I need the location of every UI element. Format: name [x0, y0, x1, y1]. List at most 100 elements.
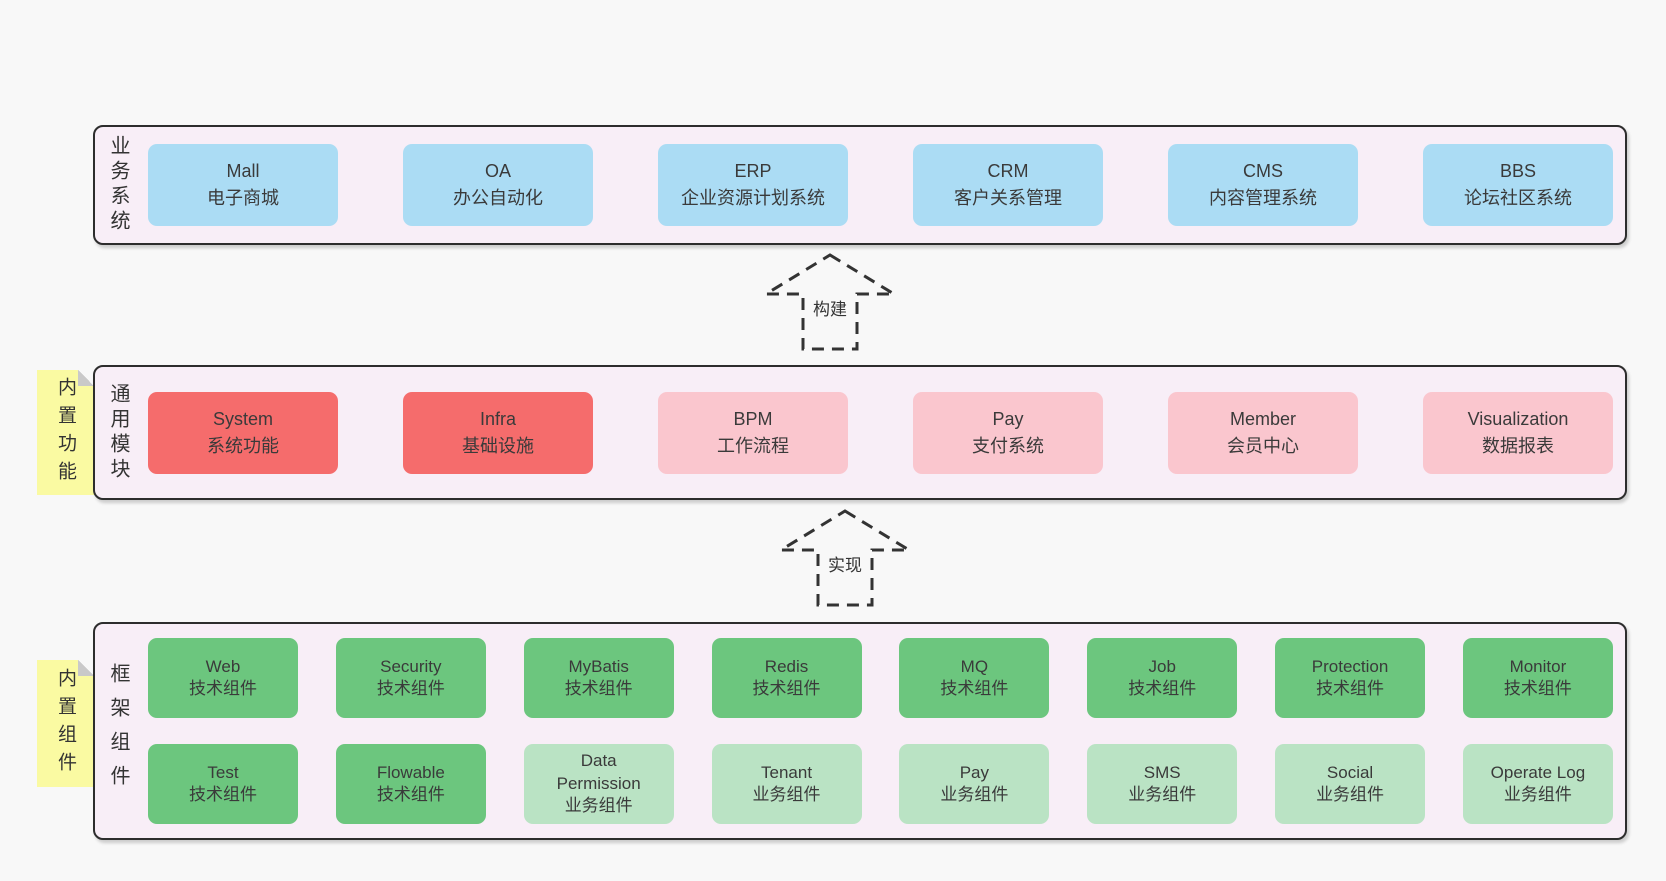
box-title: Test	[207, 762, 239, 782]
up-block-arrow-icon	[762, 253, 898, 351]
box-title: Job	[1148, 656, 1176, 676]
box-subtitle: 技术组件	[376, 785, 445, 804]
components-row-2: Test 技术组件 Flowable 技术组件 Data Permission …	[148, 744, 1613, 824]
box-title: Tenant	[761, 762, 813, 782]
sticky-note-built-in-components: 内置组件	[37, 660, 94, 787]
box-job: Job 技术组件	[1087, 638, 1238, 718]
box-title: Visualization	[1467, 408, 1569, 429]
box-subtitle: 会员中心	[1227, 435, 1299, 456]
box-subtitle: 业务组件	[1316, 785, 1385, 804]
note-label: 内置组件	[55, 667, 76, 780]
box-infra: Infra 基础设施	[403, 391, 593, 474]
box-subtitle: 业务组件	[752, 785, 821, 804]
box-title: ERP	[734, 161, 772, 181]
box-title: Protection	[1311, 656, 1389, 676]
box-title: CMS	[1243, 161, 1283, 181]
box-subtitle: 系统功能	[207, 435, 279, 456]
box-security: Security 技术组件	[335, 638, 486, 718]
box-title: Pay	[959, 762, 990, 782]
box-title: Social	[1326, 762, 1374, 782]
section-title: 框架组件	[107, 663, 129, 799]
box-subtitle: 数据报表	[1482, 435, 1554, 456]
box-title: OA	[484, 161, 511, 181]
section-title: 通用模块	[107, 382, 129, 483]
box-title: Security	[380, 656, 442, 676]
box-subtitle: 业务组件	[1503, 785, 1572, 804]
box-protection: Protection 技术组件	[1275, 638, 1426, 718]
box-bpm: BPM 工作流程	[658, 391, 848, 474]
components-rows: Web 技术组件 Security 技术组件 MyBatis 技术组件 Redi…	[134, 638, 1625, 824]
note-label: 内置功能	[55, 376, 76, 489]
box-mybatis: MyBatis 技术组件	[523, 638, 674, 718]
box-mq: MQ 技术组件	[899, 638, 1050, 718]
box-subtitle: 技术组件	[940, 679, 1009, 698]
box-subtitle: 业务组件	[940, 785, 1009, 804]
section-title: 业务系统	[107, 135, 129, 235]
box-test: Test 技术组件	[148, 744, 298, 824]
components-row-1: Web 技术组件 Security 技术组件 MyBatis 技术组件 Redi…	[148, 638, 1613, 718]
box-cms: CMS 内容管理系统	[1168, 144, 1358, 226]
box-subtitle: 技术组件	[1128, 679, 1197, 698]
arrow-build: 构建	[762, 252, 898, 352]
box-subtitle: 企业资源计划系统	[681, 188, 825, 208]
folded-corner-icon	[78, 370, 94, 386]
modules-boxes-row: System 系统功能 Infra 基础设施 BPM 工作流程 Pay 支付系统…	[134, 391, 1625, 474]
folded-corner-icon	[78, 660, 94, 676]
business-boxes-row: Mall 电子商城 OA 办公自动化 ERP 企业资源计划系统 CRM 客户关系…	[134, 144, 1625, 226]
box-title: BBS	[1499, 161, 1537, 181]
section-business-systems: 业务系统 Mall 电子商城 OA 办公自动化 ERP 企业资源计划系统 CRM…	[93, 125, 1627, 245]
box-web: Web 技术组件	[148, 638, 298, 718]
box-system: System 系统功能	[148, 391, 338, 474]
box-title: Member	[1229, 408, 1296, 429]
box-subtitle: 论坛社区系统	[1464, 188, 1572, 208]
box-title: Pay	[992, 408, 1024, 429]
box-subtitle: 客户关系管理	[954, 188, 1062, 208]
box-title: Infra	[479, 408, 517, 429]
box-title: Redis	[764, 656, 809, 676]
box-title: Web	[205, 656, 241, 676]
box-flowable: Flowable 技术组件	[335, 744, 486, 824]
box-visualization: Visualization 数据报表	[1423, 391, 1613, 474]
box-title: Monitor	[1509, 656, 1567, 676]
section-framework-components: 框架组件 Web 技术组件 Security 技术组件 MyBatis 技术组件…	[93, 622, 1627, 840]
box-subtitle: 技术组件	[1503, 679, 1572, 698]
box-subtitle: 技术组件	[564, 679, 633, 698]
box-subtitle: 办公自动化	[453, 188, 543, 208]
box-title: System	[212, 408, 273, 429]
box-subtitle: 技术组件	[189, 785, 257, 804]
box-title: Flowable	[376, 762, 445, 782]
box-subtitle: 技术组件	[1316, 679, 1385, 698]
box-subtitle: 支付系统	[972, 435, 1044, 456]
box-pay-system: Pay 支付系统	[913, 391, 1103, 474]
box-subtitle: 业务组件	[564, 796, 633, 816]
box-title: BPM	[733, 408, 773, 429]
box-operate-log: Operate Log 业务组件	[1462, 744, 1613, 824]
box-title: Data Permission	[556, 751, 641, 793]
box-tenant: Tenant 业务组件	[711, 744, 862, 824]
box-bbs: BBS 论坛社区系统	[1423, 144, 1613, 226]
up-block-arrow-icon	[777, 509, 913, 607]
sticky-note-built-in-features: 内置功能	[37, 370, 94, 495]
box-crm: CRM 客户关系管理	[913, 144, 1103, 226]
box-subtitle: 内容管理系统	[1209, 188, 1317, 208]
box-title: CRM	[987, 161, 1029, 181]
box-title: SMS	[1143, 762, 1181, 782]
arrow-label: 实现	[825, 550, 865, 577]
box-mall: Mall 电子商城	[148, 144, 338, 226]
box-monitor: Monitor 技术组件	[1462, 638, 1613, 718]
box-title: Mall	[226, 161, 260, 181]
box-erp: ERP 企业资源计划系统	[658, 144, 848, 226]
box-subtitle: 业务组件	[1128, 785, 1197, 804]
box-subtitle: 技术组件	[189, 679, 257, 698]
box-redis: Redis 技术组件	[711, 638, 862, 718]
box-subtitle: 电子商城	[207, 188, 279, 208]
box-title: MQ	[960, 656, 989, 676]
box-member: Member 会员中心	[1168, 391, 1358, 474]
box-title: MyBatis	[568, 656, 629, 676]
box-subtitle: 工作流程	[717, 435, 789, 456]
box-data-permission: Data Permission 业务组件	[523, 744, 674, 824]
arrow-implement: 实现	[777, 508, 913, 608]
box-title: Operate Log	[1490, 762, 1586, 782]
box-social: Social 业务组件	[1275, 744, 1426, 824]
box-pay-component: Pay 业务组件	[899, 744, 1050, 824]
